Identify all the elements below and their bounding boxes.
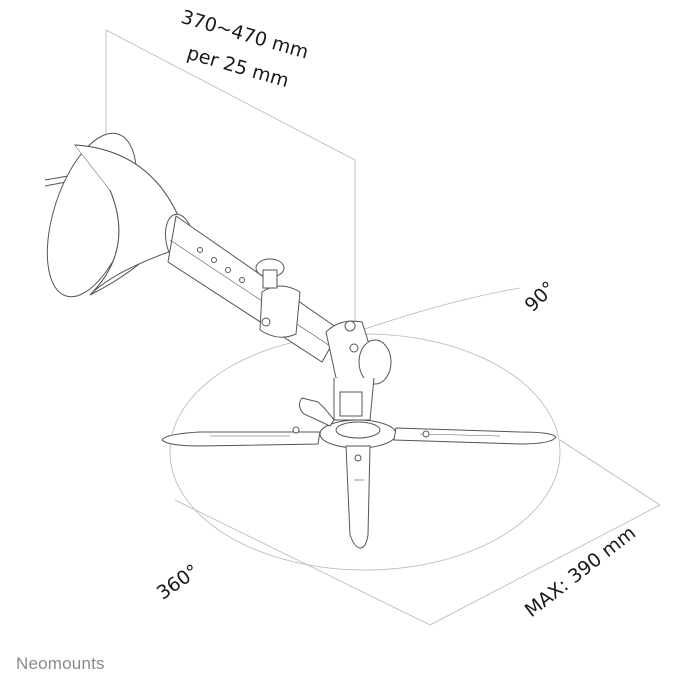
tilt-joint <box>325 320 392 421</box>
ceiling-plate <box>44 132 196 298</box>
mounting-base <box>161 397 557 549</box>
extension-tube <box>167 215 341 363</box>
dimension-guides <box>105 29 661 626</box>
brand-logo: Neomounts <box>16 654 105 673</box>
clamp-collar <box>255 258 301 338</box>
